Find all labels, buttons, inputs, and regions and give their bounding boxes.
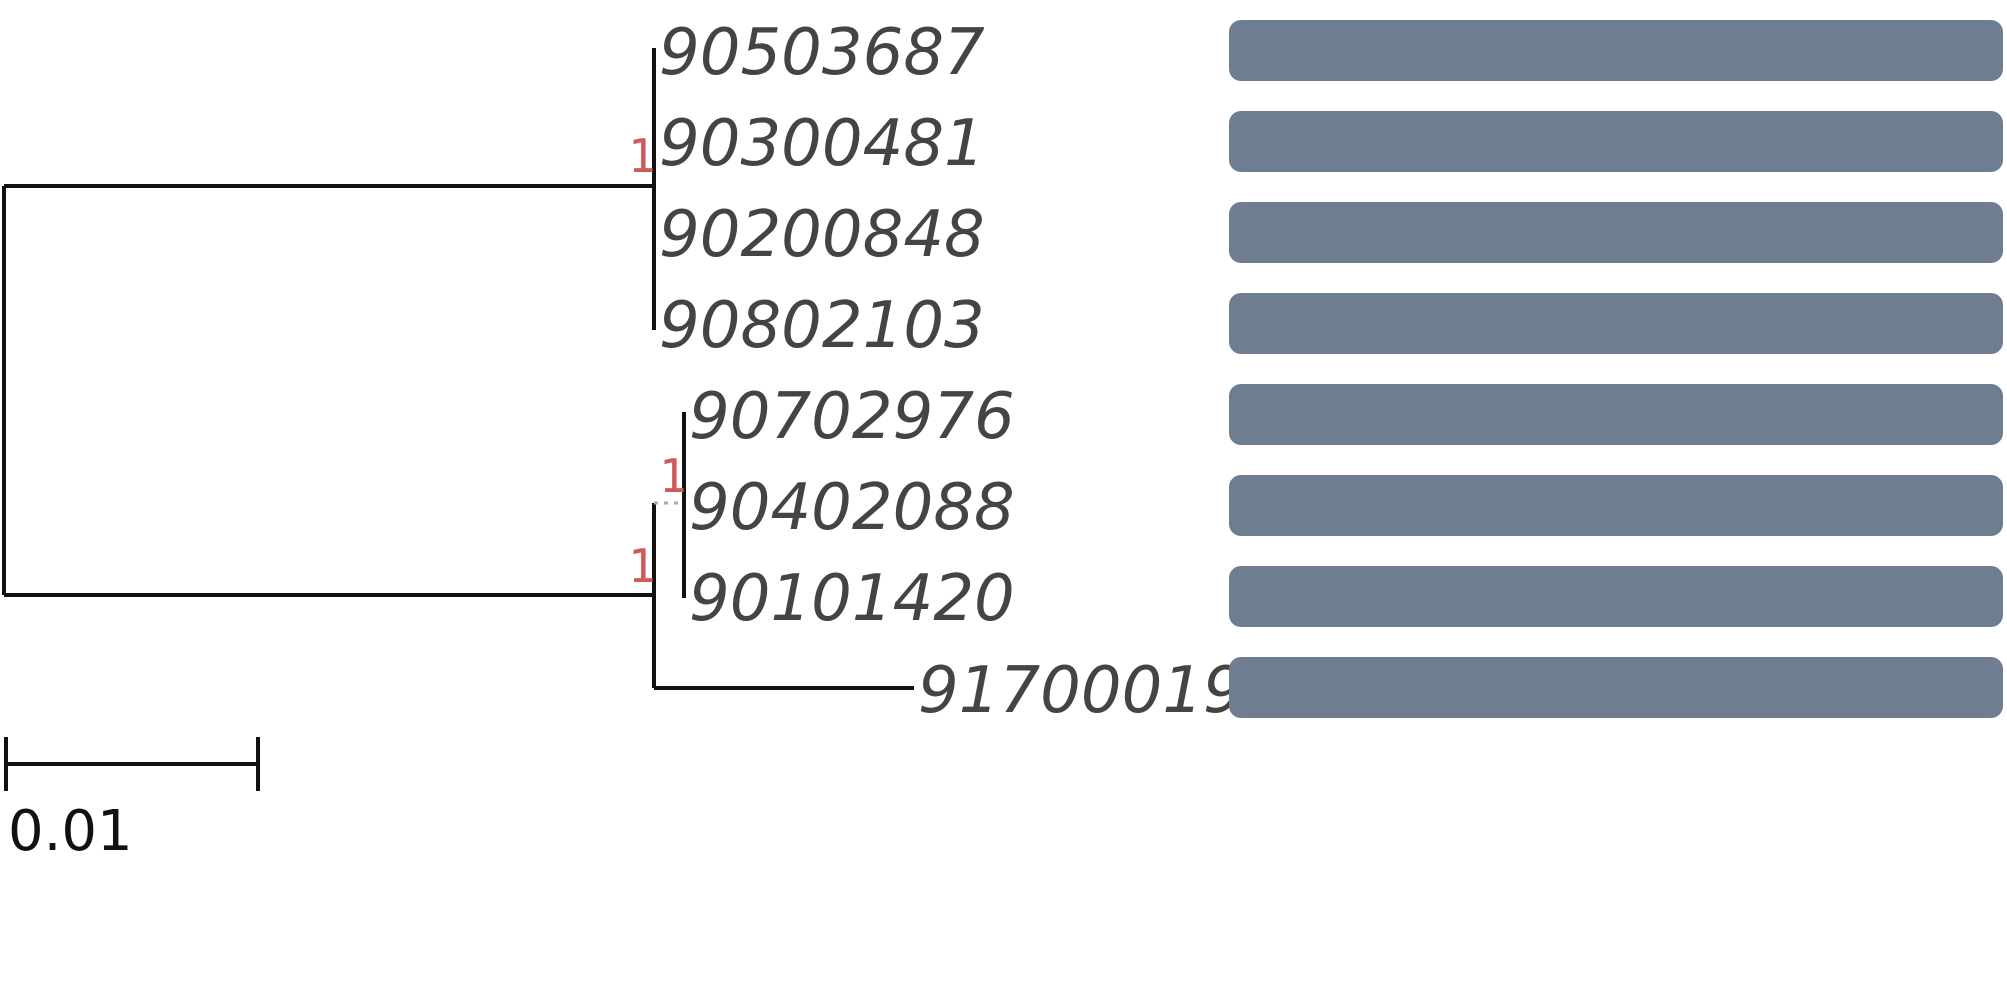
scale-bar-label: 0.01 — [8, 799, 133, 864]
leaf-label: 90702976 — [689, 380, 1015, 454]
leaf-label: 91700019 — [918, 654, 1244, 728]
support-value: 1 — [628, 129, 656, 183]
annotation-bar — [1229, 20, 2003, 81]
leaf-labels: 90503687 90300481 90200848 90802103 9070… — [659, 16, 1244, 728]
support-values: 1 1 1 — [628, 129, 687, 593]
annotation-bar — [1229, 384, 2003, 445]
leaf-label: 90802103 — [659, 289, 985, 363]
tree-branches — [2, 48, 914, 690]
leaf-label: 90402088 — [689, 471, 1015, 545]
support-value: 1 — [659, 449, 687, 503]
scale-bar: 0.01 — [4, 737, 260, 864]
leaf-label: 90101420 — [689, 562, 1015, 636]
annotation-bar — [1229, 202, 2003, 263]
annotation-bar — [1229, 293, 2003, 354]
annotation-bar — [1229, 111, 2003, 172]
annotation-bar — [1229, 475, 2003, 536]
annotation-bar — [1229, 566, 2003, 627]
support-value: 1 — [628, 539, 656, 593]
leaf-label: 90300481 — [659, 107, 985, 181]
leaf-label: 90200848 — [659, 198, 985, 272]
annotation-bar — [1229, 657, 2003, 718]
annotation-bars — [1229, 20, 2003, 718]
leaf-label: 90503687 — [659, 16, 985, 90]
